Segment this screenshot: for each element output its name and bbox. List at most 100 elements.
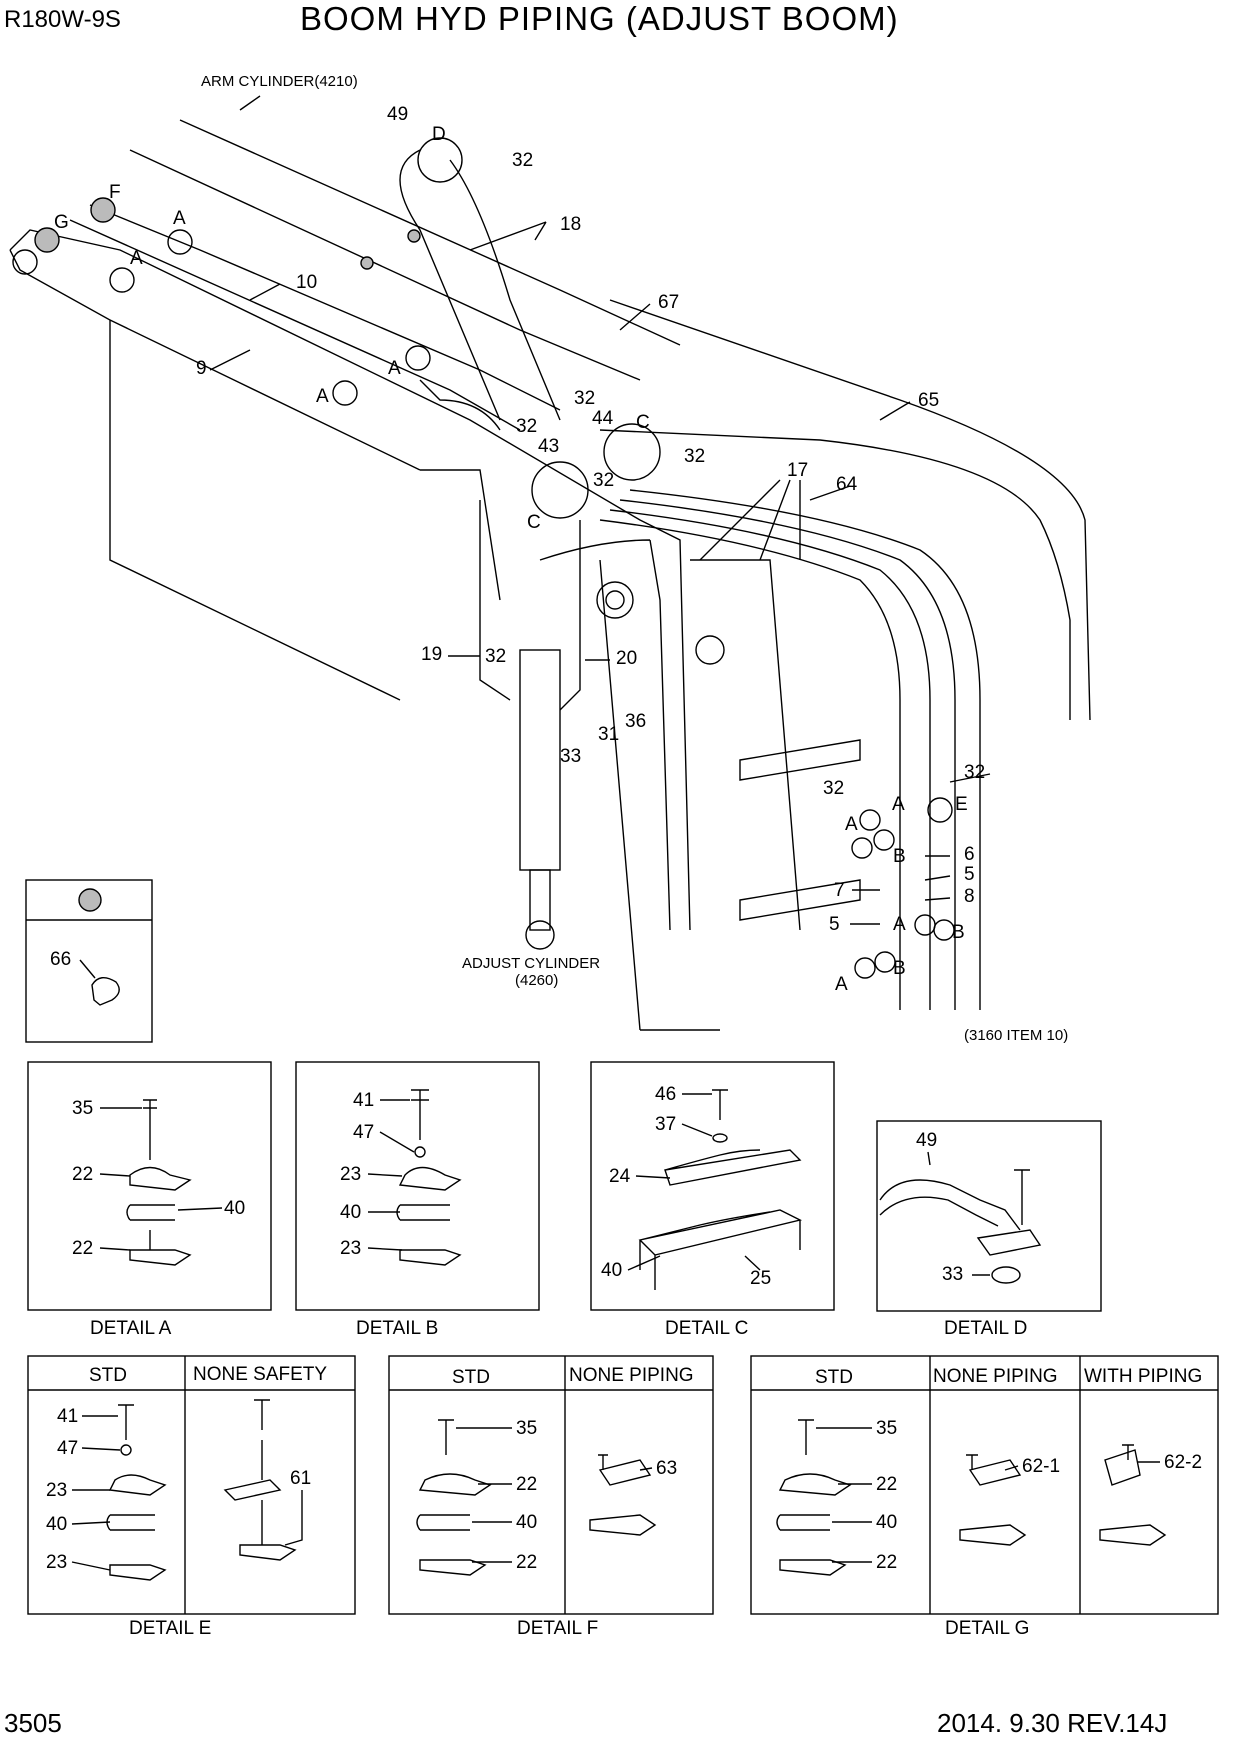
detail-d-callouts: 49 33 DETAIL D [916, 1130, 1027, 1339]
detail-c: 46 37 24 40 25 DETAIL C [590, 1061, 835, 1339]
callout: A [893, 914, 906, 935]
part-number: 23 [46, 1480, 67, 1501]
part-number: 35 [876, 1418, 897, 1439]
callout: 6 [964, 844, 975, 865]
callout: B [893, 958, 906, 979]
part-number: 61 [290, 1468, 311, 1489]
legend-part-66: 66 [50, 949, 71, 970]
callout: 67 [658, 292, 679, 313]
adjust-cylinder-rod [529, 869, 551, 931]
detail-a-clamp-drawing [126, 1099, 192, 1266]
std-header: STD [89, 1365, 127, 1386]
page-number: 3505 [4, 1708, 62, 1738]
callout: D [432, 124, 446, 145]
callout: A [835, 974, 848, 995]
detail-f-std-drawing [416, 1419, 492, 1576]
main-callouts: 49 D 32 18 F G A A 10 67 9 A A 65 32 32 … [54, 104, 985, 995]
part-number: 22 [72, 1238, 93, 1259]
legend-clamp-66 [79, 959, 120, 1006]
circle-b-2 [933, 919, 955, 941]
callout: 8 [964, 886, 975, 907]
circle-a-7 [914, 914, 936, 936]
part-number: 40 [516, 1512, 537, 1533]
callout: A [388, 358, 401, 379]
part-number: 37 [655, 1114, 676, 1135]
main-exploded-view: ARM CYLINDER(4210) ADJUST CYLINDER (4260… [9, 73, 1091, 1044]
pipe-64 [599, 429, 1071, 720]
part-number: 41 [353, 1090, 374, 1111]
callout: 32 [485, 646, 506, 667]
callout: 5 [829, 914, 840, 935]
main-annotations: ARM CYLINDER(4210) ADJUST CYLINDER (4260… [201, 73, 1068, 1044]
detail-g: STD NONE PIPING WITH PIPING 35 22 40 22 … [750, 1355, 1219, 1639]
circle-a-6 [851, 837, 873, 859]
part-number: 40 [224, 1198, 245, 1219]
clamp-a-4 [332, 380, 358, 406]
detail-a-leaders [99, 1107, 223, 1251]
callout: A [845, 814, 858, 835]
detail-a-frame [27, 1061, 272, 1311]
part-number: 40 [340, 1202, 361, 1223]
circle-c-left [531, 461, 589, 519]
part-number: 62-1 [1022, 1456, 1060, 1477]
hose-17d [629, 489, 981, 1010]
detail-circles [109, 137, 955, 979]
callout: 32 [516, 416, 537, 437]
part-number: 23 [340, 1238, 361, 1259]
boom-upper-pin [695, 635, 725, 665]
callout: 65 [918, 390, 939, 411]
callout: A [316, 386, 329, 407]
detail-caption: DETAIL F [517, 1618, 598, 1639]
pipe-65 [609, 299, 1091, 721]
detail-c-block-drawing [638, 1089, 803, 1290]
detail-e-frame [27, 1355, 356, 1615]
detail-caption: DETAIL B [356, 1318, 438, 1339]
alt-header: NONE PIPING [933, 1366, 1058, 1387]
callout: 44 [592, 408, 614, 429]
label-adjust-cylinder: ADJUST CYLINDER [462, 955, 600, 972]
detail-b-leaders [367, 1099, 415, 1251]
callout: A [173, 208, 186, 229]
callout: E [955, 794, 968, 815]
part-number: 47 [353, 1122, 374, 1143]
part-number: 22 [516, 1552, 537, 1573]
arm-cylinder-leader [239, 95, 261, 111]
detail-e-leaders [71, 1415, 303, 1571]
boom-pin-hole-inner [605, 590, 625, 610]
boom-foot-pin [12, 249, 38, 275]
part-number: 46 [655, 1084, 676, 1105]
callout: 32 [823, 778, 844, 799]
pipe-long-top-2 [179, 119, 681, 346]
part-number: 40 [601, 1260, 622, 1281]
circle-d [417, 137, 463, 183]
detail-c-washer [712, 1133, 728, 1143]
part-number: 23 [340, 1164, 361, 1185]
part-number: 49 [916, 1130, 937, 1151]
detail-caption: DETAIL C [665, 1318, 748, 1339]
marker-dots [34, 197, 421, 270]
part-number: 22 [876, 1474, 897, 1495]
marker-g [34, 227, 60, 253]
detail-caption: DETAIL G [945, 1618, 1029, 1639]
detail-f-leaders [456, 1427, 653, 1563]
hose-17c [619, 499, 956, 1010]
detail-c-leaders [627, 1093, 761, 1271]
detail-a-callouts: 35 22 40 22 DETAIL A [72, 1098, 245, 1339]
pipe-9 [69, 219, 521, 431]
boom-body [9, 229, 801, 1031]
label-adjust-cylinder-no: (4260) [515, 972, 558, 989]
alt2-header: WITH PIPING [1084, 1366, 1202, 1387]
detail-e: STD NONE SAFETY 41 47 23 40 23 61 DETAIL… [27, 1355, 356, 1639]
detail-a: 35 22 40 22 DETAIL A [27, 1061, 272, 1339]
hose-19 [479, 500, 511, 701]
callout: 43 [538, 436, 559, 457]
alt-header: NONE PIPING [569, 1365, 694, 1386]
pipe-10 [89, 204, 561, 411]
callout: 5 [964, 864, 975, 885]
callout: A [892, 794, 905, 815]
callout: 32 [684, 446, 705, 467]
page-title: BOOM HYD PIPING (ADJUST BOOM) [300, 0, 899, 37]
circle-a-8 [854, 957, 876, 979]
circle-c-right [603, 423, 661, 481]
